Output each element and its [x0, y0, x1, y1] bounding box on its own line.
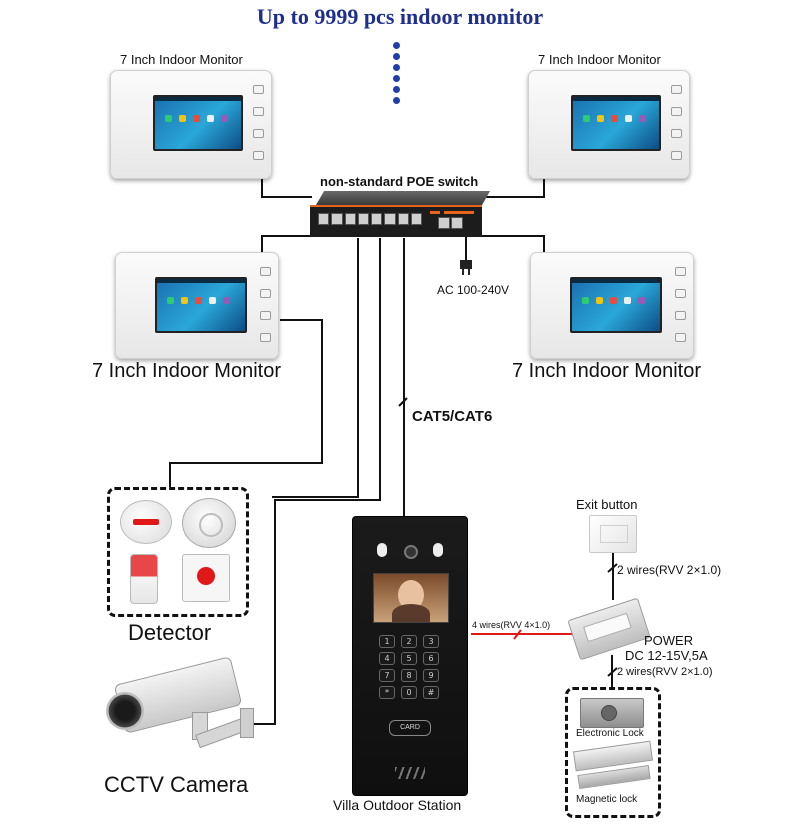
bottom-right-monitor-label: 7 Inch Indoor Monitor [512, 360, 701, 382]
exit-button-icon [589, 515, 637, 553]
station-label: Villa Outdoor Station [333, 797, 462, 813]
keypad-key[interactable]: 3 [423, 635, 439, 648]
keypad-key[interactable]: 6 [423, 652, 439, 665]
cable-label: CAT5/CAT6 [412, 408, 493, 425]
exit-button-label: Exit button [576, 497, 638, 512]
keypad-key[interactable]: 8 [401, 669, 417, 682]
top-right-monitor-label: 7 Inch Indoor Monitor [538, 52, 661, 67]
bottom-left-monitor-label: 7 Inch Indoor Monitor [92, 360, 281, 382]
poe-switch [310, 191, 491, 239]
magnetic-lock-label: Magnetic lock [576, 794, 638, 805]
locks-group: Electronic Lock Magnetic lock [565, 687, 661, 818]
monitor-screen [570, 277, 662, 333]
keypad-key[interactable]: 2 [401, 635, 417, 648]
emergency-button-icon [182, 554, 230, 602]
keypad-key[interactable]: 9 [423, 669, 439, 682]
keypad-key[interactable]: 1 [379, 635, 395, 648]
station-keypad: 1 2 3 4 5 6 7 8 9 * 0 # [379, 635, 443, 701]
wire-top-right-monitor [480, 177, 545, 198]
wire-detector [169, 319, 323, 488]
monitor-screen [571, 95, 661, 151]
villa-outdoor-station: 1 2 3 4 5 6 7 8 9 * 0 # CARD [352, 516, 468, 796]
bottom-left-indoor-monitor [115, 252, 279, 359]
power-spec: DC 12-15V,5A [625, 648, 708, 663]
keypad-key[interactable]: * [379, 686, 395, 699]
keypad-key[interactable]: 4 [379, 652, 395, 665]
wire-camera-a [272, 238, 359, 498]
power-wires-label: 2 wires(RVV 2×1.0) [617, 666, 713, 678]
keypad-key[interactable]: # [423, 686, 439, 699]
keypad-key[interactable]: 0 [401, 686, 417, 699]
electronic-lock-label: Electronic Lock [576, 728, 644, 739]
station-wires-label: 4 wires(RVV 4×1.0) [472, 620, 551, 630]
siren-alarm-icon [130, 554, 158, 604]
station-display [373, 573, 449, 623]
exit-wires-label: 2 wires(RVV 2×1.0) [617, 563, 722, 577]
ellipsis-dots [392, 42, 402, 110]
power-title: POWER [644, 633, 694, 648]
power-plug-icon [460, 260, 472, 275]
smoke-detector-icon [182, 498, 236, 548]
electronic-lock-icon [580, 698, 644, 728]
top-left-monitor-label: 7 Inch Indoor Monitor [120, 52, 243, 67]
top-right-indoor-monitor [528, 70, 690, 179]
detector-label: Detector [128, 620, 212, 645]
top-left-indoor-monitor [110, 70, 272, 179]
bottom-right-indoor-monitor [530, 252, 694, 359]
keypad-key[interactable]: 7 [379, 669, 395, 682]
keypad-key[interactable]: 5 [401, 652, 417, 665]
poe-switch-label: non-standard POE switch [320, 174, 479, 189]
speaker-grille [395, 767, 425, 779]
wire-bottom-left-monitor [261, 235, 312, 252]
card-reader: CARD [389, 720, 431, 736]
monitor-screen [155, 277, 247, 333]
wire-bottom-right-monitor [480, 235, 545, 252]
monitor-screen [153, 95, 243, 151]
power-input-label: AC 100-240V [437, 283, 510, 297]
camera-lens-icon [404, 545, 418, 559]
page-title: Up to 9999 pcs indoor monitor [256, 4, 544, 29]
detector-group [107, 487, 249, 617]
wire-top-left-monitor [261, 177, 312, 198]
cctv-camera-icon [100, 656, 260, 756]
cctv-camera-label: CCTV Camera [104, 772, 249, 797]
wire-camera-b [252, 238, 381, 725]
glass-break-detector-icon [120, 500, 172, 544]
